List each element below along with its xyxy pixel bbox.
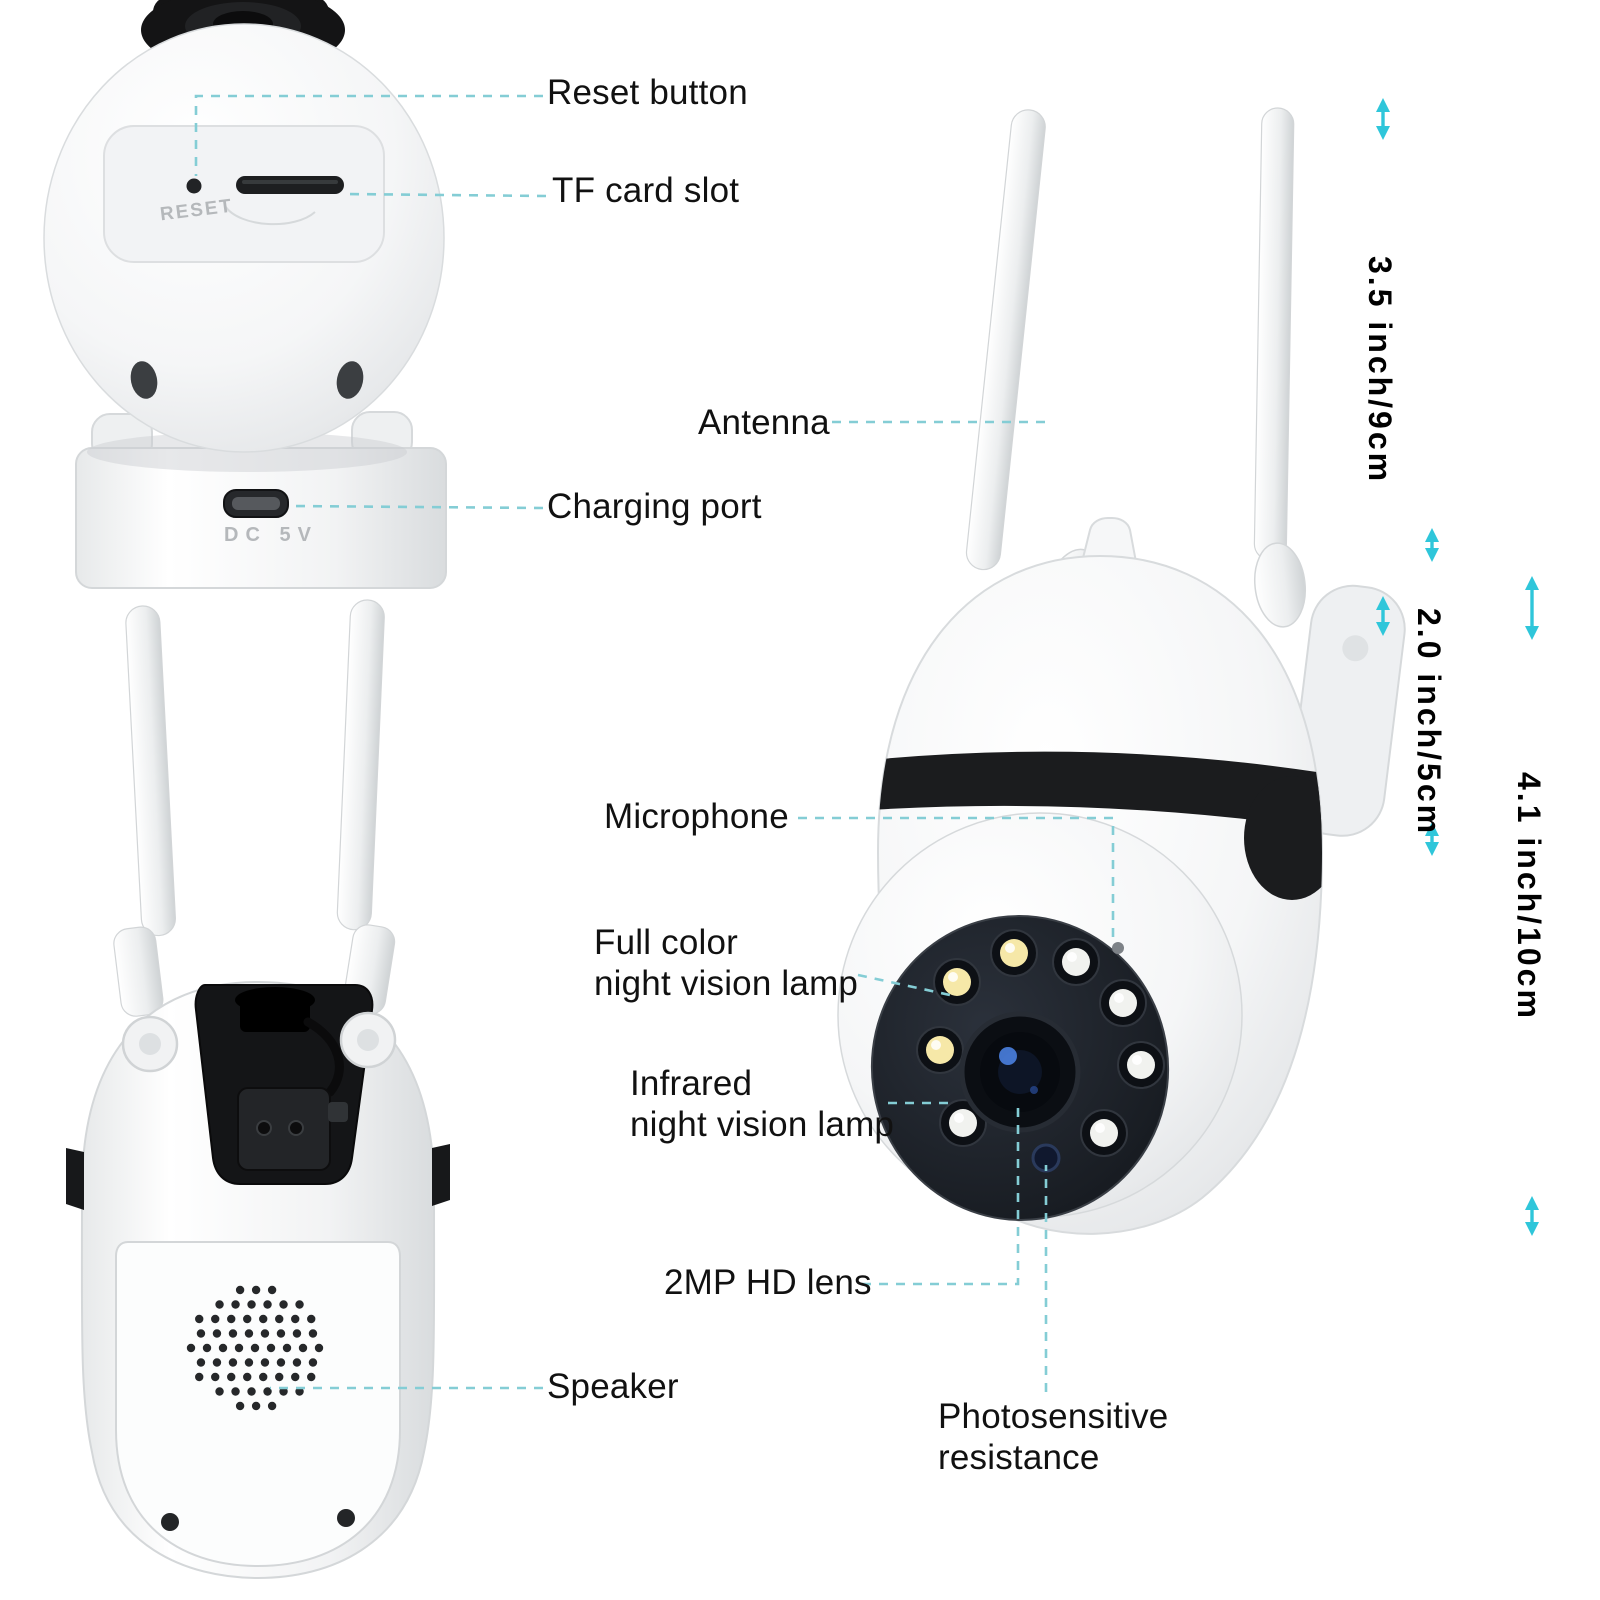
dim2-arrow-down2	[1425, 842, 1439, 856]
dim2-arrow-up2	[1425, 822, 1439, 836]
foot-left	[161, 1513, 179, 1531]
dim3-arrow-up	[1525, 576, 1539, 590]
dim1-arrow-up	[1376, 98, 1390, 112]
device-marking-power: DC 5V	[224, 524, 318, 546]
callout-reset-button: Reset button	[547, 73, 748, 112]
front-antenna-left	[965, 109, 1046, 571]
dim1-arrow-down2	[1376, 622, 1390, 636]
tf-card-slot-opening	[236, 176, 344, 194]
callout-hd-lens: 2MP HD lens	[664, 1263, 872, 1302]
dim2-arrow-up	[1425, 528, 1439, 542]
back-view	[66, 599, 450, 1580]
antenna-left-rod	[125, 605, 176, 937]
dimension-antenna-length: 3.5 inch/9cm	[1362, 256, 1398, 485]
lamp-white-3	[1117, 1041, 1165, 1089]
speaker-grille	[186, 1285, 324, 1411]
hd-lens	[959, 1011, 1081, 1133]
antenna-boss-left-inner	[139, 1033, 161, 1055]
connector-screw-1	[256, 1120, 272, 1136]
dimension-arrows	[1376, 98, 1539, 1236]
callout-infrared-lamp: Infrared night vision lamp	[630, 1064, 895, 1145]
lamp-white-4	[1080, 1109, 1128, 1157]
hanging-tab	[1080, 517, 1138, 563]
microphone-hole	[1112, 942, 1124, 954]
lamp-infrared-1	[916, 1026, 964, 1074]
ball-screw-right	[336, 361, 364, 399]
antenna-left-base	[113, 926, 164, 1017]
dimension-bracket-height: 2.0 inch/5cm	[1411, 608, 1447, 837]
lamp-white-2	[1099, 979, 1147, 1027]
panel-seam	[224, 205, 316, 226]
night-vision-lamps	[916, 929, 1165, 1157]
callout-speaker: Speaker	[547, 1367, 679, 1406]
side-tab-left	[66, 1148, 84, 1210]
callout-microphone: Microphone	[604, 797, 789, 836]
rear-top-view	[43, 0, 447, 589]
rear-panel	[103, 125, 385, 263]
antenna-right-rod	[336, 599, 385, 931]
dim3-arrow-down	[1525, 626, 1539, 640]
lamp-full-color-2	[990, 929, 1038, 977]
callout-charging-port: Charging port	[547, 487, 762, 526]
connector-screw-2	[288, 1120, 304, 1136]
dim3-arrow-up2	[1525, 1196, 1539, 1210]
tf-card-slot-highlight	[242, 180, 338, 184]
front-antenna-right	[1253, 107, 1295, 561]
leader-reset-button	[194, 94, 543, 176]
power-connector-box	[237, 1087, 331, 1171]
side-tab-right	[432, 1144, 450, 1206]
reset-button-dot	[186, 178, 202, 194]
leader-lines	[194, 94, 1115, 1392]
dim1-arrow-up2	[1376, 596, 1390, 610]
mount-tab	[1289, 584, 1406, 837]
charging-port-contact	[232, 497, 280, 510]
dim3-arrow-down2	[1525, 1222, 1539, 1236]
foot-right	[337, 1509, 355, 1527]
antenna-boss-right-inner	[357, 1029, 379, 1051]
callout-tf-card-slot: TF card slot	[552, 171, 740, 210]
dim1-arrow-down	[1376, 126, 1390, 140]
dim2-arrow-down	[1425, 548, 1439, 562]
head-band	[878, 751, 1322, 900]
callout-antenna: Antenna	[698, 403, 830, 442]
leader-microphone	[798, 816, 1115, 940]
callout-full-color-lamp: Full color night vision lamp	[594, 923, 859, 1004]
antenna-knuckle-right	[1254, 542, 1306, 628]
lamp-white-1	[1052, 938, 1100, 986]
leader-hd-lens	[862, 1100, 1020, 1286]
leader-charging-port	[291, 504, 544, 510]
callout-photosensitive: Photosensitive resistance	[938, 1397, 1169, 1478]
tilt-motor-body	[240, 998, 310, 1032]
lamp-full-color-1	[933, 958, 981, 1006]
power-cable	[303, 1017, 344, 1097]
front-view	[837, 107, 1406, 1235]
dimension-body-height: 4.1 inch/10cm	[1511, 772, 1547, 1021]
ball-screw-left	[130, 361, 158, 399]
connector-plug	[328, 1102, 348, 1122]
